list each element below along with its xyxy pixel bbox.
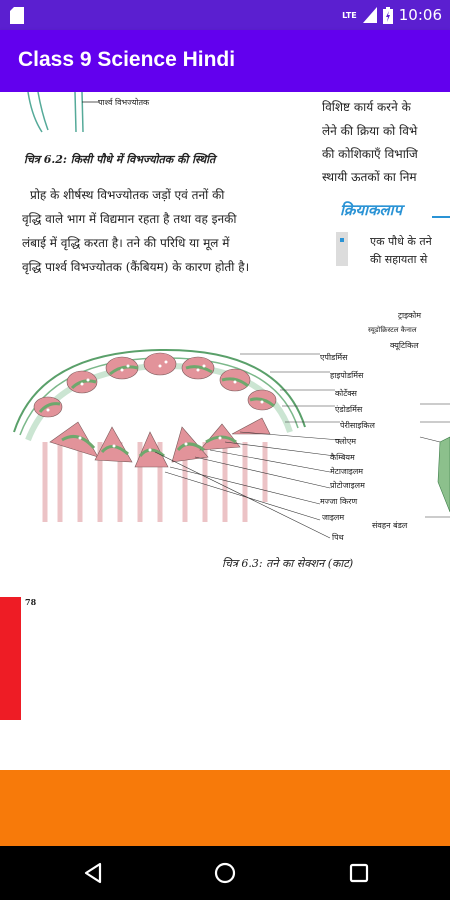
label-cambium: कैम्बियम: [330, 453, 355, 462]
label-medullary-ray: मज्जा किरण: [320, 497, 358, 506]
navigation-bar: [0, 846, 450, 900]
paragraph-line-2: वृद्धि वाले भाग में विद्यमान रहता है तथा…: [22, 212, 237, 226]
label-cuticle: क्यूटिकिल: [390, 341, 419, 350]
activity-bullet-bar: [336, 232, 348, 266]
status-icons: LTE 10:06: [342, 5, 442, 25]
activity-line-2: की सहायता से: [370, 253, 428, 266]
signal-icon: [362, 7, 377, 23]
label-pericycle: पेरीसाइकिल: [340, 421, 375, 430]
paragraph-line-4: वृद्धि पार्श्व विभज्योतक (कैंबियम) के का…: [22, 260, 250, 274]
home-icon[interactable]: [212, 860, 238, 886]
label-phloem: फ्लोएम: [335, 437, 357, 446]
app-bar: Class 9 Science Hindi: [0, 30, 450, 92]
label-metaxylem: मेटाजाइलम: [330, 467, 364, 476]
activity-bullet: [340, 238, 344, 242]
paragraph-line-1: प्रोह के शीर्षस्थ विभज्योतक जड़ों एवं तन…: [30, 188, 225, 202]
lte-label: LTE: [342, 10, 357, 20]
activity-line-1: एक पौधे के तने: [370, 235, 432, 248]
book-page[interactable]: पार्श्व विभज्योतक चित्र 6.2: किसी पौधे म…: [0, 92, 450, 770]
activity-heading: क्रियाकलाप: [340, 201, 403, 219]
fig-6-2-caption: चित्र 6.2: किसी पौधे में विभज्योतक की स्…: [24, 153, 216, 166]
label-xylem: जाइलम: [322, 513, 345, 522]
right-col-line-3: की कोशिकाएँ विभाजि: [322, 147, 418, 161]
label-pith: पिथ: [332, 533, 344, 542]
label-protoxylem: प्रोटोजाइलम: [330, 481, 365, 490]
label-cortex: कोर्टेक्स: [335, 389, 357, 398]
right-col-line-2: लेने की क्रिया को विभे: [322, 124, 418, 138]
paragraph-line-3: लंबाई में वृद्धि करता है। तने की परिधि य…: [22, 236, 230, 250]
label-trichome: ट्राइकोम: [398, 311, 422, 320]
sd-card-icon: [10, 7, 24, 24]
recents-icon[interactable]: [346, 860, 372, 886]
right-col-line-4: स्थायी ऊतकों का निम: [322, 170, 417, 184]
label-epidermis: एपीडर्मिस: [320, 353, 348, 362]
back-icon[interactable]: [80, 860, 106, 886]
fig-6-2-plant-drawing: [27, 92, 100, 133]
activity-heading-underline: [432, 216, 450, 218]
label-canal: स्यूडोक्रिस्टल कैनाल: [368, 326, 417, 334]
label-endodermis: एंडोडर्मिस: [335, 405, 363, 414]
battery-icon: [382, 6, 393, 24]
right-col-line-1: विशिष्ट कार्य करने के: [322, 100, 411, 114]
fig-6-2-label: पार्श्व विभज्योतक: [98, 98, 150, 107]
page-number: 78: [25, 597, 37, 607]
status-bar: LTE 10:06: [0, 0, 450, 30]
label-hypodermis: हाइपोडर्मिस: [330, 371, 364, 380]
app-title: Class 9 Science Hindi: [18, 48, 236, 71]
clock: 10:06: [398, 6, 442, 24]
fig-6-3-stem-section-diagram: [13, 348, 450, 539]
fig-6-3-caption: चित्र 6.3: तने का सेक्शन (काट): [222, 557, 354, 570]
ad-banner[interactable]: [0, 770, 450, 846]
red-side-strip: [0, 597, 21, 720]
label-vascular-bundle: संवहन बंडल: [372, 521, 408, 530]
